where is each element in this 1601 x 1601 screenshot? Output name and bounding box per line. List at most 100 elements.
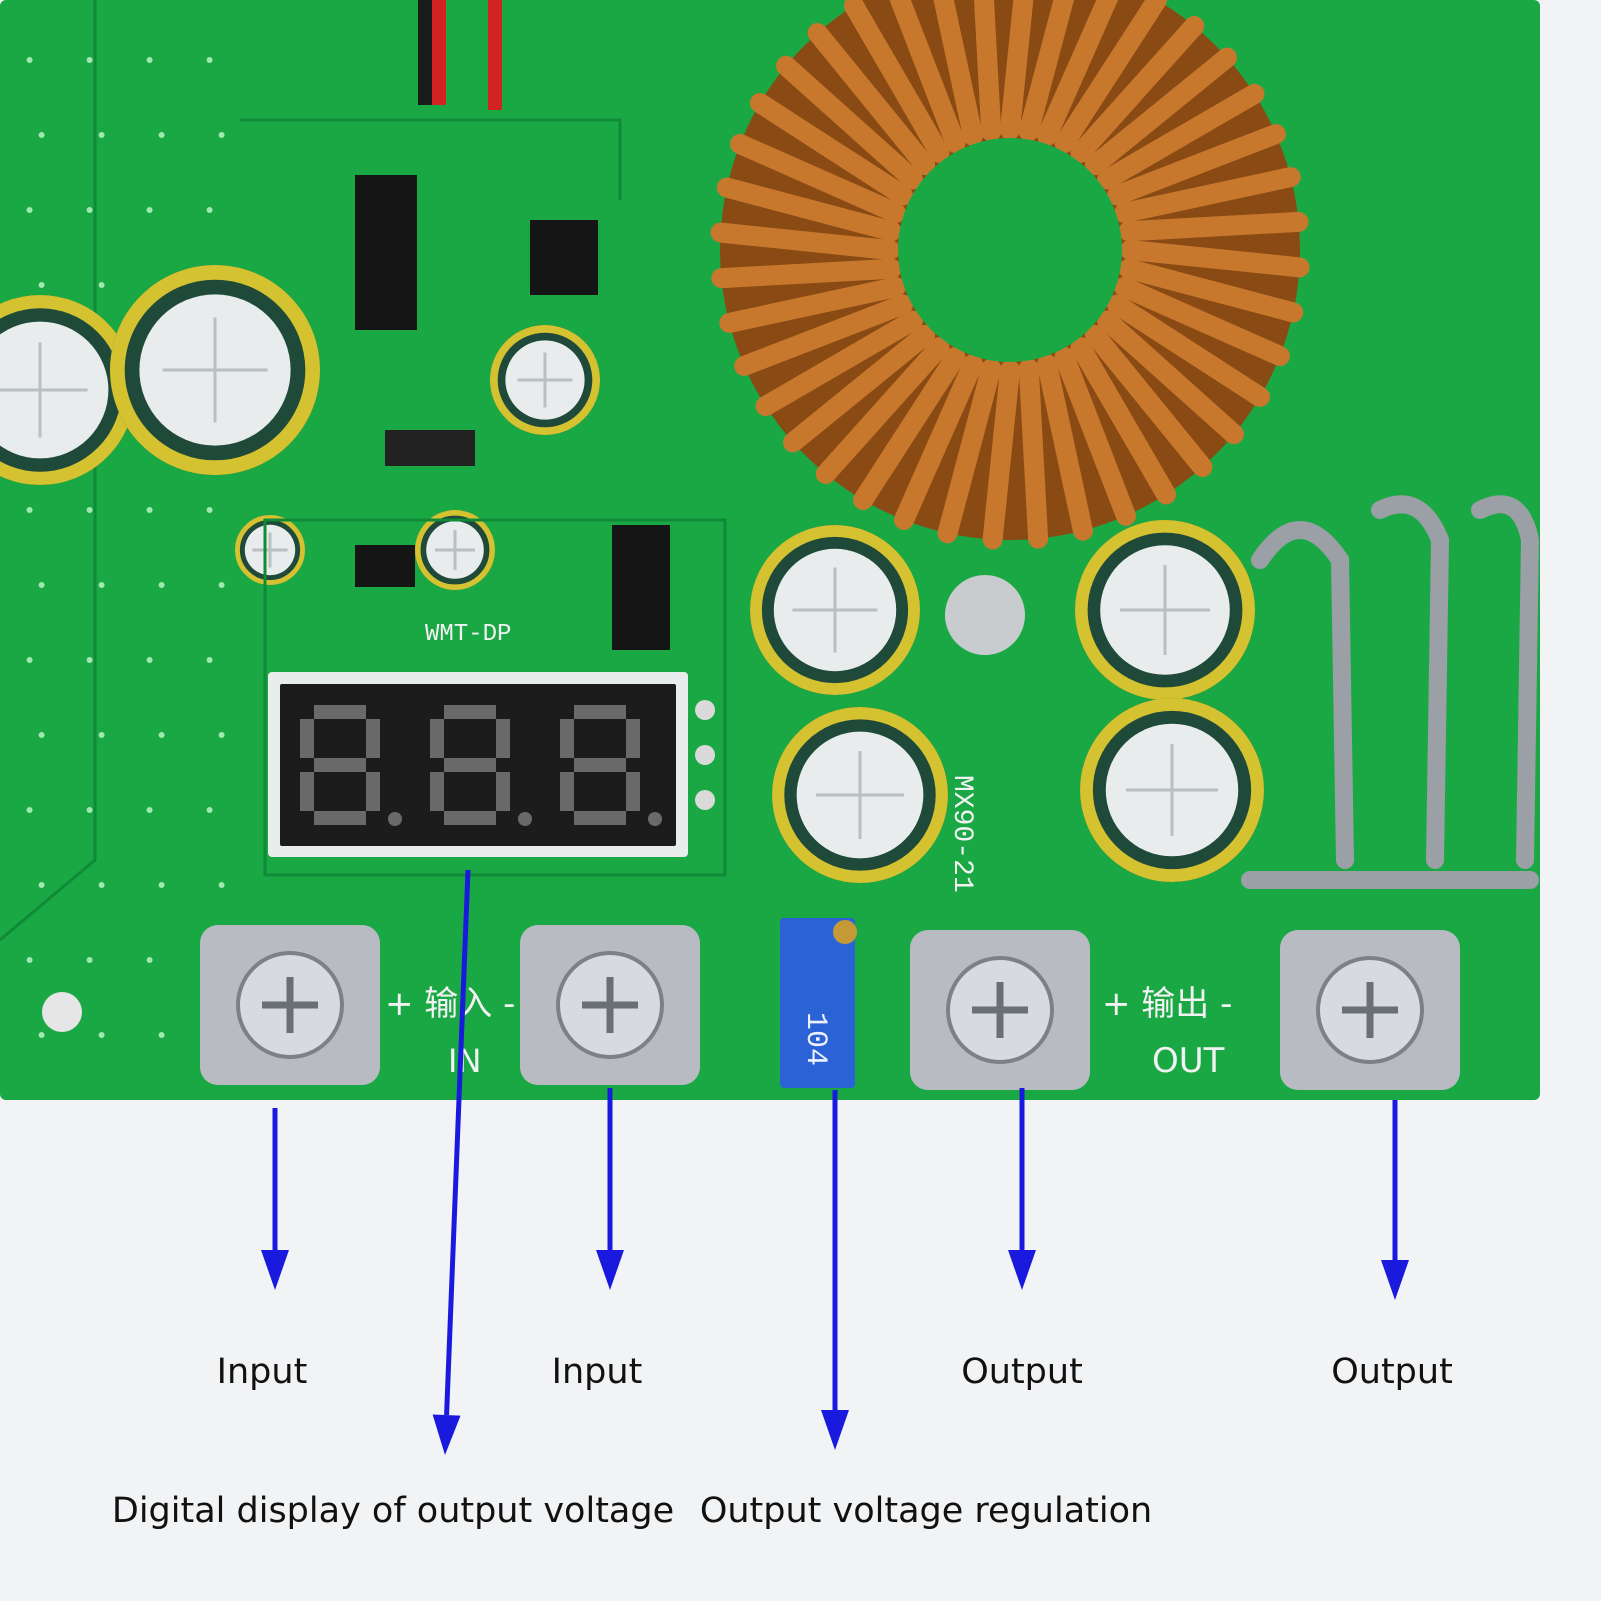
potentiometer <box>780 918 855 1088</box>
via <box>218 732 225 738</box>
via <box>146 507 153 513</box>
via <box>98 1032 105 1038</box>
copper-winding <box>749 93 914 206</box>
via <box>26 657 33 663</box>
arrow-head <box>821 1410 849 1450</box>
wire-red <box>488 0 502 110</box>
via <box>98 582 105 588</box>
via <box>86 207 93 213</box>
via <box>218 132 225 138</box>
copper-winding <box>719 277 906 333</box>
copper-winding <box>894 354 983 530</box>
capacitor-band <box>772 707 949 884</box>
copper-winding <box>1018 358 1049 549</box>
pcb-trace <box>0 0 97 942</box>
segment <box>626 772 640 811</box>
arrow-head <box>1381 1260 1409 1300</box>
capacitor-band <box>490 325 601 436</box>
inductor-solder-pad <box>945 575 1025 655</box>
via <box>158 1032 165 1038</box>
copper-winding <box>1000 0 1034 140</box>
wire-red <box>432 0 446 105</box>
label-output-2: Output <box>1331 1352 1453 1392</box>
via <box>38 882 45 888</box>
segment <box>574 758 626 772</box>
via <box>158 732 165 738</box>
via <box>206 57 213 63</box>
via <box>146 807 153 813</box>
capacitor-band <box>414 509 495 590</box>
via <box>26 57 33 63</box>
decimal-point <box>648 812 662 826</box>
ic-chip <box>530 220 598 295</box>
segment <box>444 811 496 825</box>
via <box>206 207 213 213</box>
segment <box>574 811 626 825</box>
segment <box>314 811 366 825</box>
segment <box>496 772 510 811</box>
via <box>98 732 105 738</box>
copper-winding <box>1106 124 1286 206</box>
segment <box>496 719 510 758</box>
arrow-head <box>596 1250 624 1290</box>
screw-terminals <box>200 925 1460 1090</box>
copper-winding <box>783 324 936 453</box>
segment <box>444 758 496 772</box>
copper-winding <box>1084 47 1237 176</box>
via <box>86 57 93 63</box>
copper-winding <box>1114 167 1301 223</box>
arrow-head <box>261 1250 289 1290</box>
segment <box>314 705 366 719</box>
via <box>206 657 213 663</box>
via <box>218 582 225 588</box>
segment <box>574 705 626 719</box>
mounting-hole <box>42 992 82 1032</box>
via <box>206 807 213 813</box>
callout-arrows <box>261 869 1409 1455</box>
via <box>98 882 105 888</box>
copper-winding <box>889 0 966 154</box>
via <box>98 282 105 288</box>
via <box>206 507 213 513</box>
copper-winding <box>1097 310 1244 445</box>
copper-winding <box>1114 277 1290 366</box>
via <box>38 732 45 738</box>
via <box>218 882 225 888</box>
copper-winding <box>973 0 1002 142</box>
input-silkscreen-en: IN <box>448 1042 481 1080</box>
copper-winding <box>1118 258 1304 323</box>
via <box>26 207 33 213</box>
copper-winding <box>1070 337 1177 505</box>
capacitor-band <box>1075 519 1256 700</box>
segment <box>366 719 380 758</box>
label-output-1: Output <box>961 1352 1083 1392</box>
ic-chip <box>355 175 417 330</box>
via <box>146 57 153 63</box>
copper-winding <box>815 337 950 484</box>
module-label: WMT-DP <box>425 621 511 648</box>
copper-winding <box>1097 83 1265 190</box>
capacitor-band <box>1079 698 1264 882</box>
toroid-inductor <box>710 0 1310 655</box>
segment <box>560 719 574 758</box>
via <box>86 957 93 963</box>
via <box>86 807 93 813</box>
via <box>146 207 153 213</box>
pcb-trace <box>240 118 622 200</box>
segment <box>430 772 444 811</box>
via <box>158 882 165 888</box>
label-digital-display: Digital display of output voltage <box>111 1491 675 1531</box>
copper-winding <box>937 358 1002 544</box>
copper-winding <box>1054 0 1167 154</box>
segment <box>366 772 380 811</box>
via <box>98 132 105 138</box>
model-label: MX90-21 <box>946 775 977 893</box>
copper-winding <box>1037 354 1093 541</box>
copper-winding <box>755 310 923 417</box>
copper-winding <box>1118 211 1309 242</box>
wire-black <box>418 0 432 105</box>
segment <box>444 705 496 719</box>
via <box>86 657 93 663</box>
